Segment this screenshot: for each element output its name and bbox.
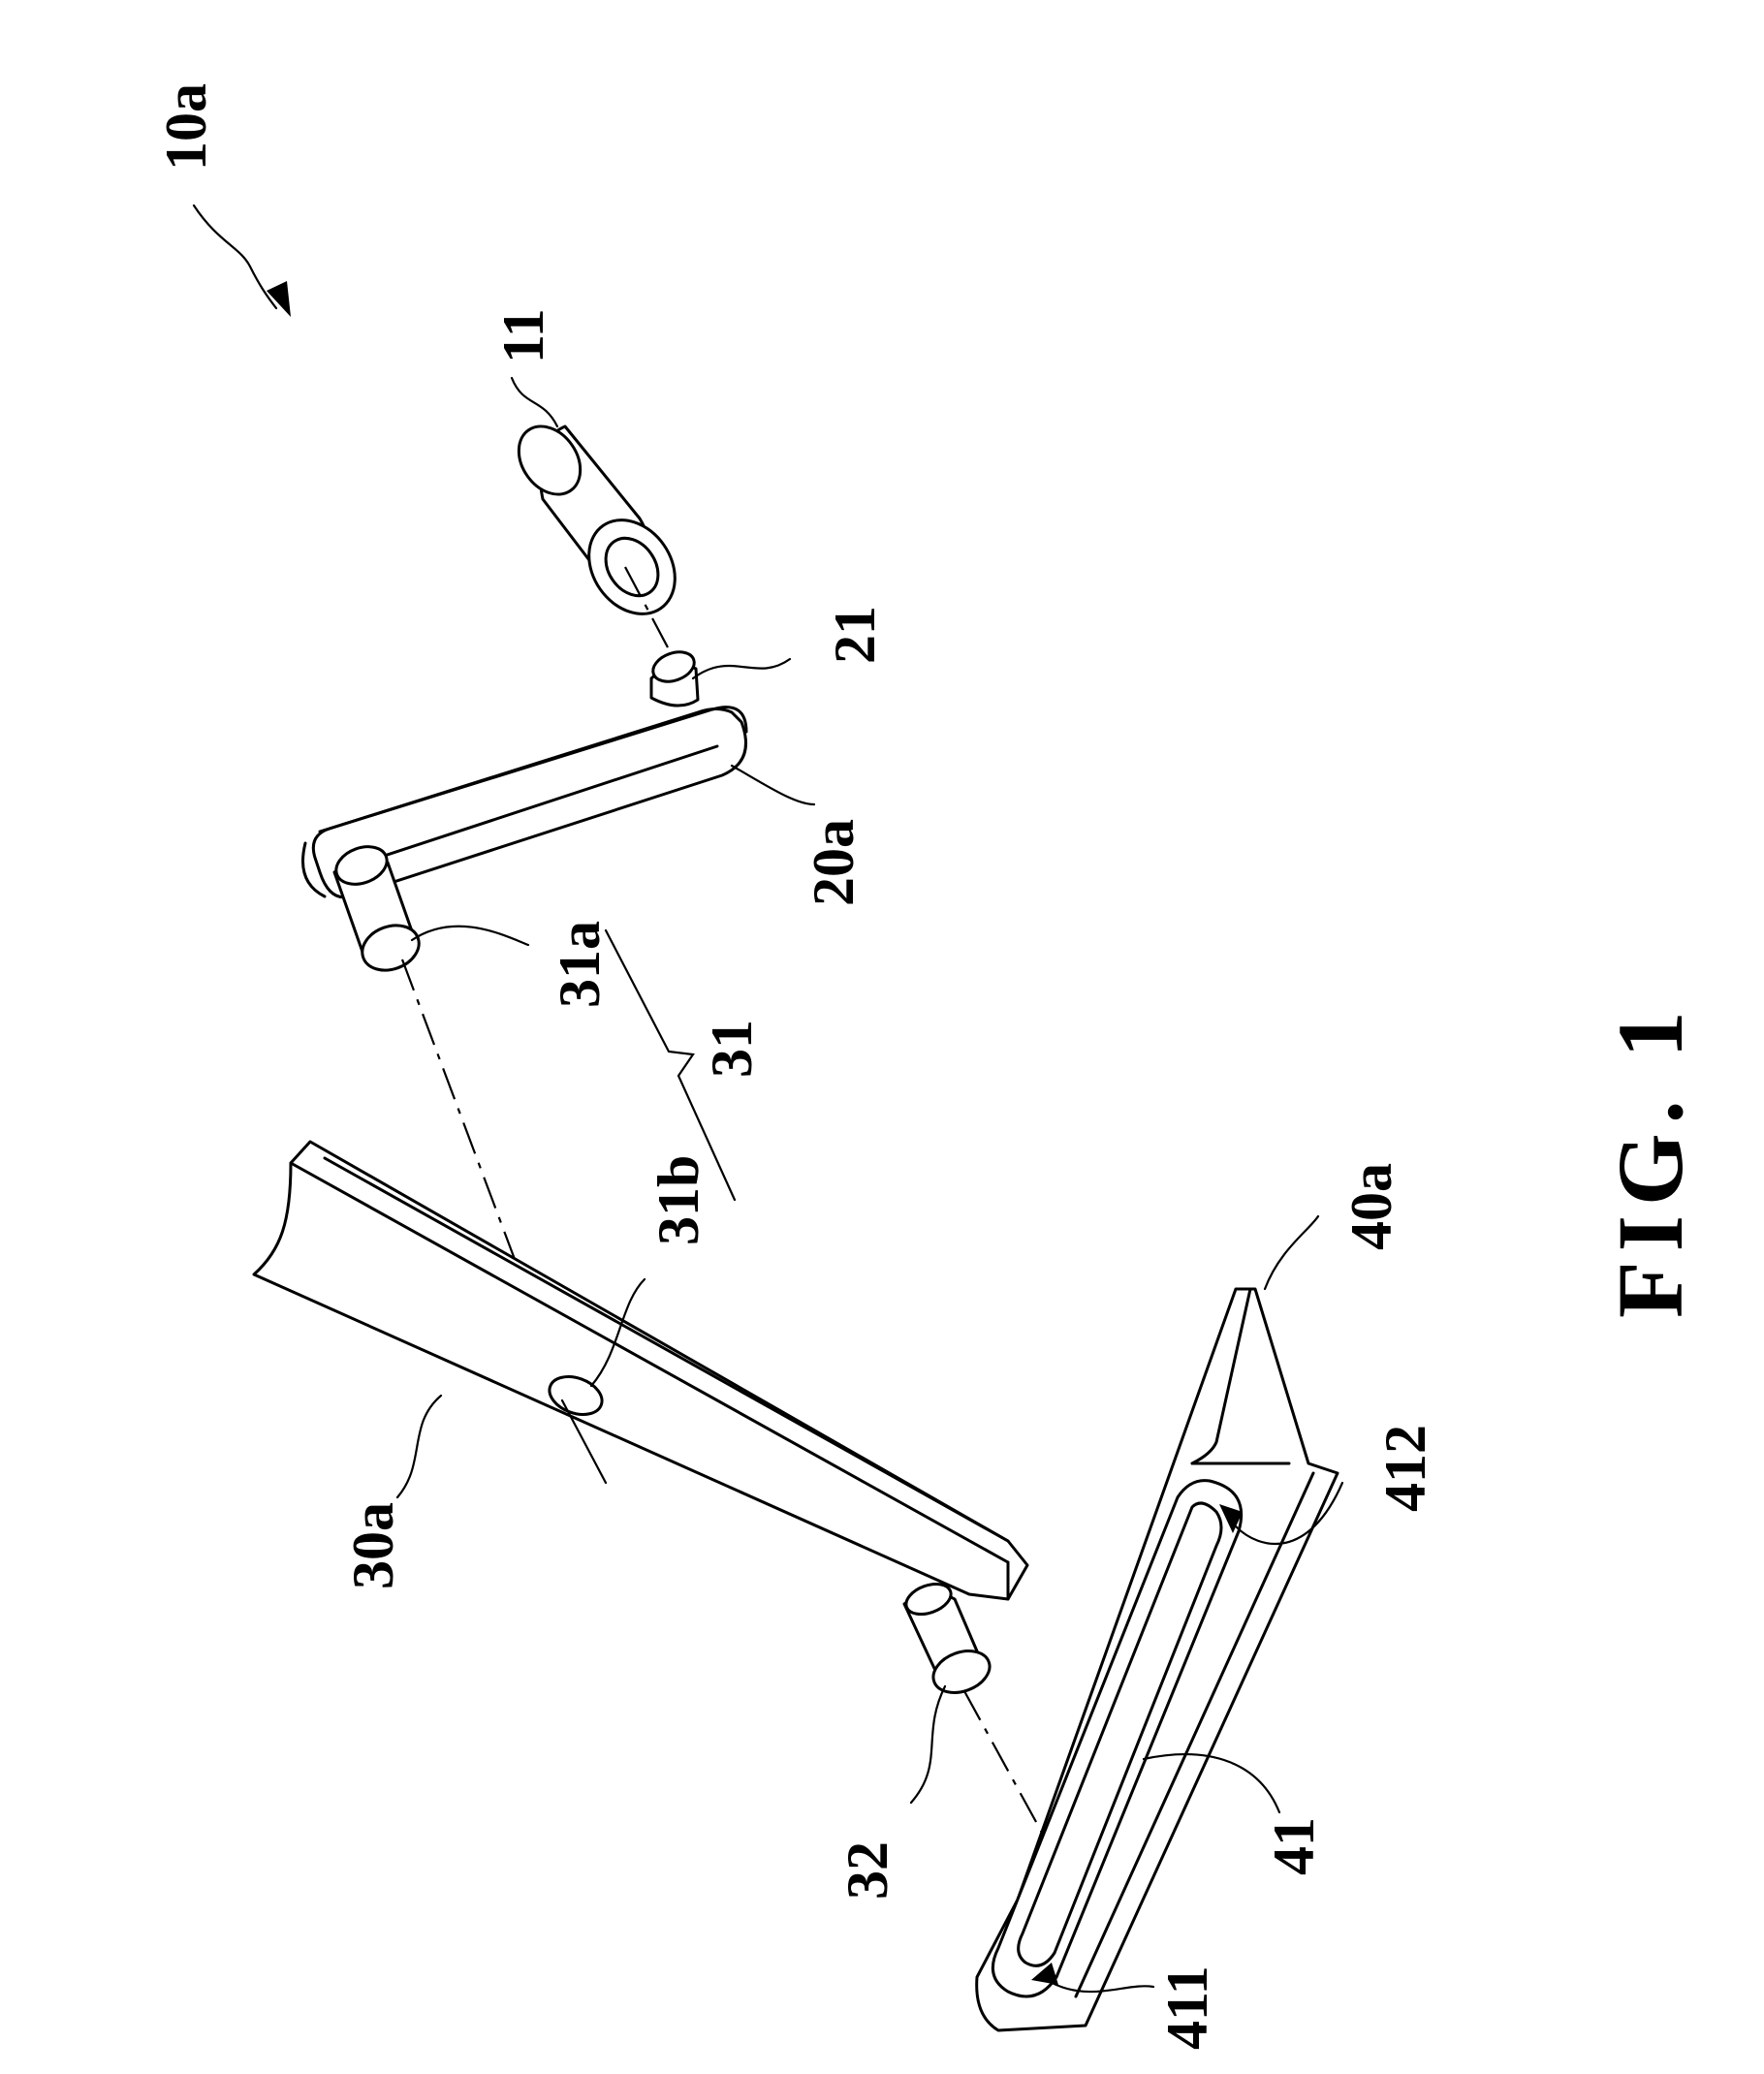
label-link-pin: 21 <box>823 606 887 664</box>
figure-caption: FIG. 1 <box>1598 1001 1702 1318</box>
label-pivot-group: 31 <box>700 1020 764 1078</box>
label-sleeve: 11 <box>491 308 555 363</box>
label-slot-end-upper: 412 <box>1373 1425 1437 1512</box>
assembly-pointer <box>194 205 291 317</box>
label-slot-end-lower: 411 <box>1155 1965 1219 2050</box>
label-slot: 41 <box>1262 1817 1326 1875</box>
label-arm-pin: 32 <box>835 1841 899 1900</box>
label-assembly: 10a <box>154 83 218 171</box>
label-hole: 31b <box>646 1155 710 1245</box>
arm-30a <box>254 1142 1027 1700</box>
label-plate: 40a <box>1339 1163 1403 1250</box>
label-pin-upper: 31a <box>548 921 612 1008</box>
sleeve-11 <box>506 378 692 631</box>
label-arm: 30a <box>341 1502 405 1589</box>
plate-40a <box>977 1289 1338 2030</box>
link-20a <box>303 646 747 978</box>
label-link: 20a <box>802 819 866 906</box>
